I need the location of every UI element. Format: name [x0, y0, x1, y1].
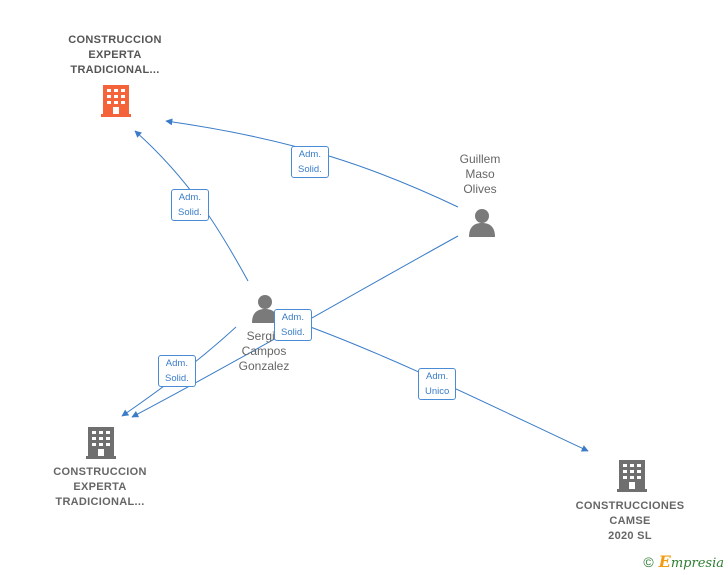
brand-logo[interactable]: Empresia [658, 552, 724, 571]
person-label[interactable]: Guillem Maso Olives [459, 152, 501, 196]
building-icon[interactable] [617, 460, 647, 492]
edge-p1-c1 [165, 118, 459, 208]
edge-role-badge[interactable]: Adm. Solid. [171, 189, 209, 221]
person-label[interactable]: Sergio Campos Gonzalez [238, 329, 290, 373]
building-icon[interactable] [101, 85, 131, 117]
copyright-icon: © [643, 553, 654, 570]
person-icon[interactable] [252, 295, 278, 323]
person-icon[interactable] [469, 209, 495, 237]
building-icon[interactable] [86, 427, 116, 459]
company-label[interactable]: CONSTRUCCION EXPERTA TRADICIONAL... [68, 34, 162, 76]
edge-role-badge[interactable]: Adm. Solid. [274, 309, 312, 341]
edge-role-badge[interactable]: Adm. Solid. [158, 355, 196, 387]
company-label[interactable]: CONSTRUCCION EXPERTA TRADICIONAL... [53, 466, 147, 508]
company-label[interactable]: CONSTRUCCIONES CAMSE 2020 SL [575, 500, 685, 542]
edge-role-badge[interactable]: Adm. Unico [418, 368, 457, 400]
brand-footer: © Empresia [643, 552, 724, 571]
edge-role-badge[interactable]: Adm. Solid. [291, 146, 329, 178]
